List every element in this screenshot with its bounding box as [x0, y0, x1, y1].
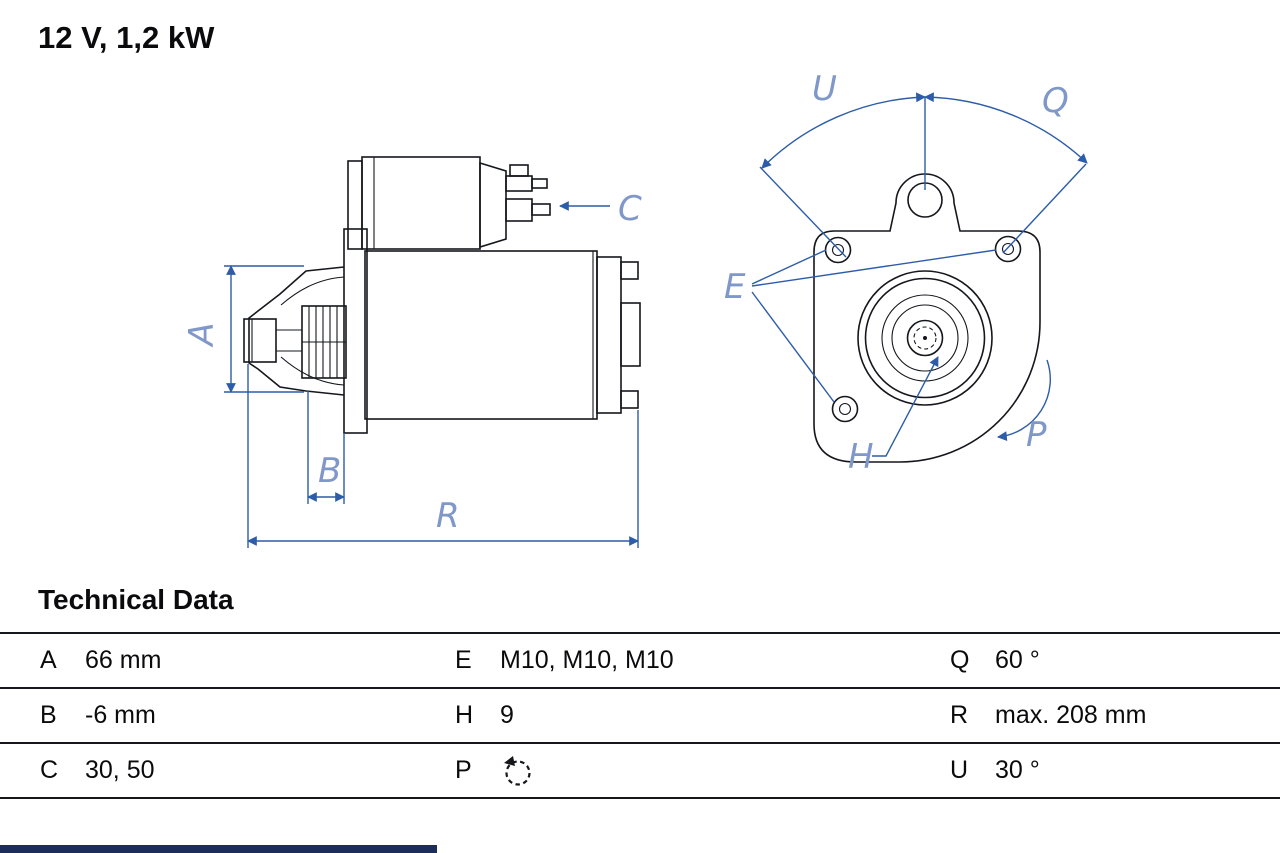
side-view: A B C R	[182, 156, 642, 548]
tech-value-q: 60 °	[995, 646, 1040, 674]
pinion-gear	[301, 305, 347, 379]
tech-key-u: U	[950, 756, 969, 784]
tech-key-q: Q	[950, 646, 970, 674]
starter-motor-technical-drawing: A B C R	[182, 69, 1088, 548]
tech-data-table: A 66 mm E M10, M10, M10 Q 60 ° B -6 mm H…	[0, 632, 1280, 799]
bolt-hole-top-left	[824, 236, 852, 264]
rotation-ccw-icon	[504, 755, 531, 786]
tech-value-h: 9	[500, 701, 514, 729]
flange-plate	[813, 173, 1041, 463]
tech-key-p: P	[455, 756, 472, 784]
dim-label-u: U	[812, 69, 837, 109]
bolt-hole-bottom-left	[831, 395, 859, 423]
dimension-c: C	[559, 189, 642, 229]
tech-key-c: C	[40, 756, 59, 784]
bottom-banner-strip	[0, 845, 437, 853]
dim-label-e: E	[724, 267, 746, 307]
shaft	[906, 319, 944, 357]
tech-key-b: B	[40, 701, 57, 729]
tech-value-p	[500, 754, 950, 788]
tech-value-r: max. 208 mm	[995, 701, 1147, 729]
dimension-b: B	[307, 391, 345, 504]
tech-value-a: 66 mm	[85, 646, 162, 674]
tech-key-a: A	[40, 646, 57, 674]
tech-row-3: C 30, 50 P U 30 °	[0, 744, 1280, 799]
bearing-boss	[857, 270, 993, 406]
shaft-spline-gear	[913, 326, 937, 350]
dim-label-b: B	[318, 451, 341, 491]
h-leader-line: H	[848, 356, 939, 477]
tech-row-2: B -6 mm H 9 R max. 208 mm	[0, 689, 1280, 744]
dim-label-r: R	[436, 496, 460, 536]
tech-value-b: -6 mm	[85, 701, 156, 729]
tech-key-r: R	[950, 701, 969, 729]
p-rotation-arrow: P	[997, 359, 1051, 455]
solenoid	[347, 156, 551, 250]
dim-label-a: A	[182, 322, 222, 347]
dim-label-q: Q	[1042, 81, 1069, 121]
tech-value-c: 30, 50	[85, 756, 155, 784]
tech-value-u: 30 °	[995, 756, 1040, 784]
drive-end-housing	[243, 266, 345, 396]
e-leader-lines: E	[724, 249, 997, 403]
angle-dimension-q: Q	[924, 81, 1088, 254]
mounting-flange	[343, 228, 368, 434]
motor-body	[364, 250, 641, 420]
angle-dimension-u: U	[759, 69, 926, 258]
dimension-a: A	[182, 265, 304, 393]
dim-label-h: H	[848, 437, 874, 477]
bolt-hole-top-right	[994, 235, 1022, 263]
tech-data-heading: Technical Data	[38, 584, 234, 615]
tech-key-h: H	[455, 701, 474, 729]
dimension-r: R	[247, 364, 639, 548]
dim-label-c: C	[618, 189, 642, 229]
tech-row-1: A 66 mm E M10, M10, M10 Q 60 °	[0, 634, 1280, 689]
shaft-nose	[243, 318, 277, 363]
tech-value-e: M10, M10, M10	[500, 646, 674, 674]
page-title: 12 V, 1,2 kW	[38, 20, 215, 55]
dim-label-p: P	[1026, 415, 1047, 455]
front-view: U Q E H P	[724, 69, 1088, 477]
tech-key-e: E	[455, 646, 472, 674]
